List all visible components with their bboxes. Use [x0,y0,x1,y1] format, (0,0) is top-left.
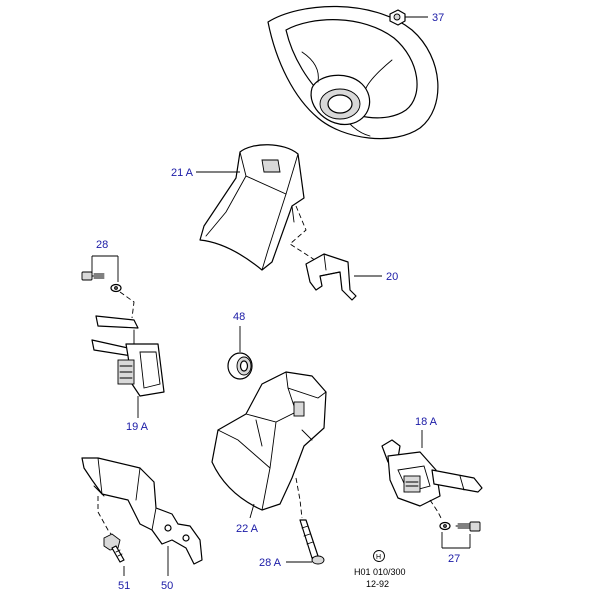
callout-20: 20 [386,271,398,283]
part-19a-switch: 19 A [91,315,165,433]
callout-28a: 28 A [259,557,282,569]
callout-48: 48 [233,311,245,323]
part-37-nut: 37 [389,9,444,26]
part-28-screws: 28 [81,239,135,319]
callout-28: 28 [96,239,108,251]
callout-27: 27 [448,553,460,565]
part-20-bracket: 20 [305,253,398,301]
assembly-link-51 [97,496,115,539]
part-48-bushing: 48 [227,311,253,380]
reference-symbol: H [376,554,381,561]
callout-51: 51 [118,580,130,592]
drawing-reference: H H01 010/300 12-92 [354,550,406,589]
part-50-bracket: 50 [81,457,203,592]
callout-19a: 19 A [126,421,149,433]
part-27-screws: 27 [429,499,481,565]
callout-18a: 18 A [415,416,438,428]
part-28a-screw: 28 A [259,519,325,569]
callout-22a: 22 A [236,523,259,535]
callout-50: 50 [161,580,173,592]
steering-wheel [267,5,439,140]
callout-37: 37 [432,12,444,24]
assembly-link-column [295,477,303,519]
part-51-bolt: 51 [103,533,130,592]
part-18a-switch: 18 A [381,416,483,507]
reference-drawing-number: H01 010/300 [354,567,406,577]
part-22a-lower-shroud: 22 A [211,371,327,535]
callout-21a: 21 A [171,167,194,179]
assembly-link-27 [429,499,443,521]
part-21a-upper-shroud: 21 A [171,144,305,271]
assembly-link-shroud [289,205,319,263]
reference-date: 12-92 [366,579,389,589]
